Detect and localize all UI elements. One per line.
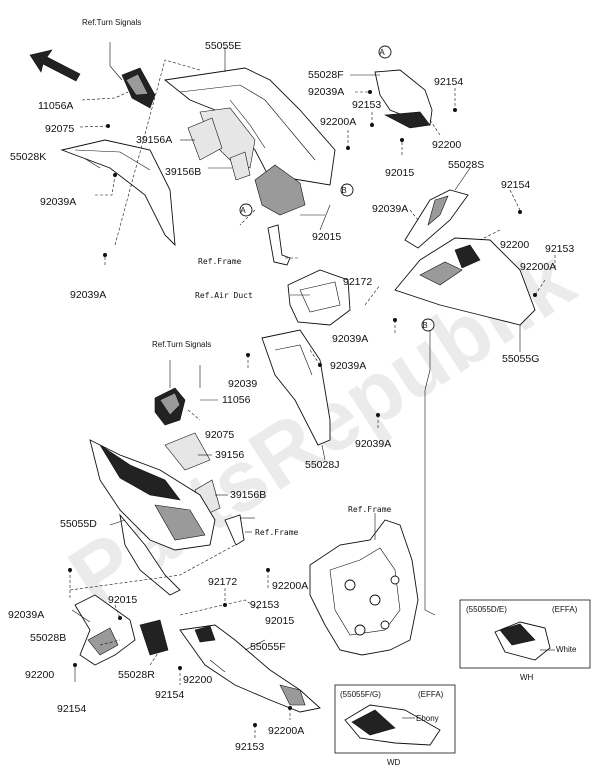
label-92039A-bl: 92039A (8, 609, 44, 621)
label-92039A-mid2: 92039A (330, 360, 366, 372)
circle-B-2: B (422, 321, 427, 330)
label-92154-tr: 92154 (434, 76, 463, 88)
side-panel-55028S (404, 189, 469, 249)
inset-wd-part: (55055F/G) (340, 690, 381, 699)
label-92039A-mid3: 92039A (355, 438, 391, 450)
turn-signal-top (121, 67, 156, 109)
ref-turn-signals-mid: Ref.Turn Signals (152, 340, 211, 349)
label-55055E: 55055E (205, 40, 241, 52)
label-92039-mid: 92039 (228, 378, 257, 390)
arrow-up-left-icon (29, 49, 81, 82)
label-55028R: 55028R (118, 669, 155, 681)
label-92039A-left: 92039A (40, 196, 76, 208)
inset-wh-code: WH (520, 673, 534, 682)
label-92172-bl: 92172 (208, 576, 237, 588)
frame-bracket-top (267, 224, 291, 266)
label-92075-top: 92075 (45, 123, 74, 135)
label-92153-r: 92153 (545, 243, 574, 255)
side-panel-55028R (139, 619, 169, 656)
circle-A-2: A (240, 206, 246, 215)
label-39156B-top: 39156B (165, 166, 201, 178)
label-92039A-r: 92039A (372, 203, 408, 215)
ref-turn-signals-top: Ref.Turn Signals (82, 18, 141, 27)
label-92039A-mid: 92039A (332, 333, 368, 345)
label-92200-bl: 92200 (25, 669, 54, 681)
inset-wh-variant: (EFFA) (552, 605, 578, 614)
air-duct (287, 269, 351, 326)
inset-wh (459, 599, 591, 669)
side-panel-55028F (374, 69, 433, 129)
side-panel-55028K (60, 139, 176, 247)
inset-wd (334, 684, 456, 754)
pad-39156B-top (229, 151, 251, 181)
label-92075-mid: 92075 (205, 429, 234, 441)
label-55028S: 55028S (448, 159, 484, 171)
label-55028B: 55028B (30, 632, 66, 644)
pad-39156 (164, 432, 211, 471)
label-92200A-bot: 92200A (268, 725, 304, 737)
label-55055D: 55055D (60, 518, 97, 530)
label-92153-bot: 92153 (235, 741, 264, 753)
frame-bracket-mid (224, 514, 245, 546)
label-92200-r: 92200 (500, 239, 529, 251)
label-55028F: 55028F (308, 69, 344, 81)
label-39156B-mid: 39156B (230, 489, 266, 501)
label-92200-bl2: 92200 (183, 674, 212, 686)
label-92015-tr: 92015 (385, 167, 414, 179)
inner-panel-55028J (261, 329, 331, 446)
label-39156A: 39156A (136, 134, 172, 146)
label-55028K: 55028K (10, 151, 46, 163)
lower-cowling-55055F (179, 624, 321, 713)
label-92039A-bottom-left: 92039A (70, 289, 106, 301)
inset-wd-variant: (EFFA) (418, 690, 444, 699)
lower-cowling-55055D (89, 439, 216, 596)
label-55055F: 55055F (250, 641, 286, 653)
label-92039A-tr: 92039A (308, 86, 344, 98)
inset-wh-part: (55055D/E) (466, 605, 507, 614)
middle-cowling-55055G (394, 237, 536, 326)
label-11056A: 11056A (38, 100, 73, 112)
label-92154-bl2: 92154 (57, 703, 86, 715)
label-92015-bl2: 92015 (265, 615, 294, 627)
label-92200A-tr: 92200A (320, 116, 356, 128)
label-92172-r: 92172 (343, 276, 372, 288)
label-92200A-r: 92200A (520, 261, 556, 273)
circle-B-1: B (341, 186, 346, 195)
inset-wh-color: White (556, 645, 577, 654)
turn-signal-mid (154, 387, 186, 426)
label-92153-bl: 92153 (250, 599, 279, 611)
ref-frame-mid: Ref.Frame (255, 528, 299, 537)
label-92153-tr: 92153 (352, 99, 381, 111)
label-55055G: 55055G (502, 353, 539, 365)
label-92015-mid: 92015 (312, 231, 341, 243)
label-92200A-bl: 92200A (272, 580, 308, 592)
label-11056: 11056 (222, 394, 251, 406)
ref-frame-top: Ref.Frame (198, 257, 242, 266)
pad-39156A (187, 117, 223, 161)
label-92154-bl: 92154 (155, 689, 184, 701)
frame (309, 519, 419, 656)
label-92154-r: 92154 (501, 179, 530, 191)
label-92015-bl: 92015 (108, 594, 137, 606)
ref-air-duct: Ref.Air Duct (195, 291, 253, 300)
ref-frame-bottom: Ref.Frame (348, 505, 392, 514)
side-panel-55028B (74, 594, 136, 666)
label-39156: 39156 (215, 449, 244, 461)
circle-A-1: A (379, 48, 385, 57)
inset-wd-code: WD (387, 758, 401, 767)
label-55028J: 55028J (305, 459, 339, 471)
label-92200-tr: 92200 (432, 139, 461, 151)
inset-wd-color: Ebony (416, 714, 439, 723)
